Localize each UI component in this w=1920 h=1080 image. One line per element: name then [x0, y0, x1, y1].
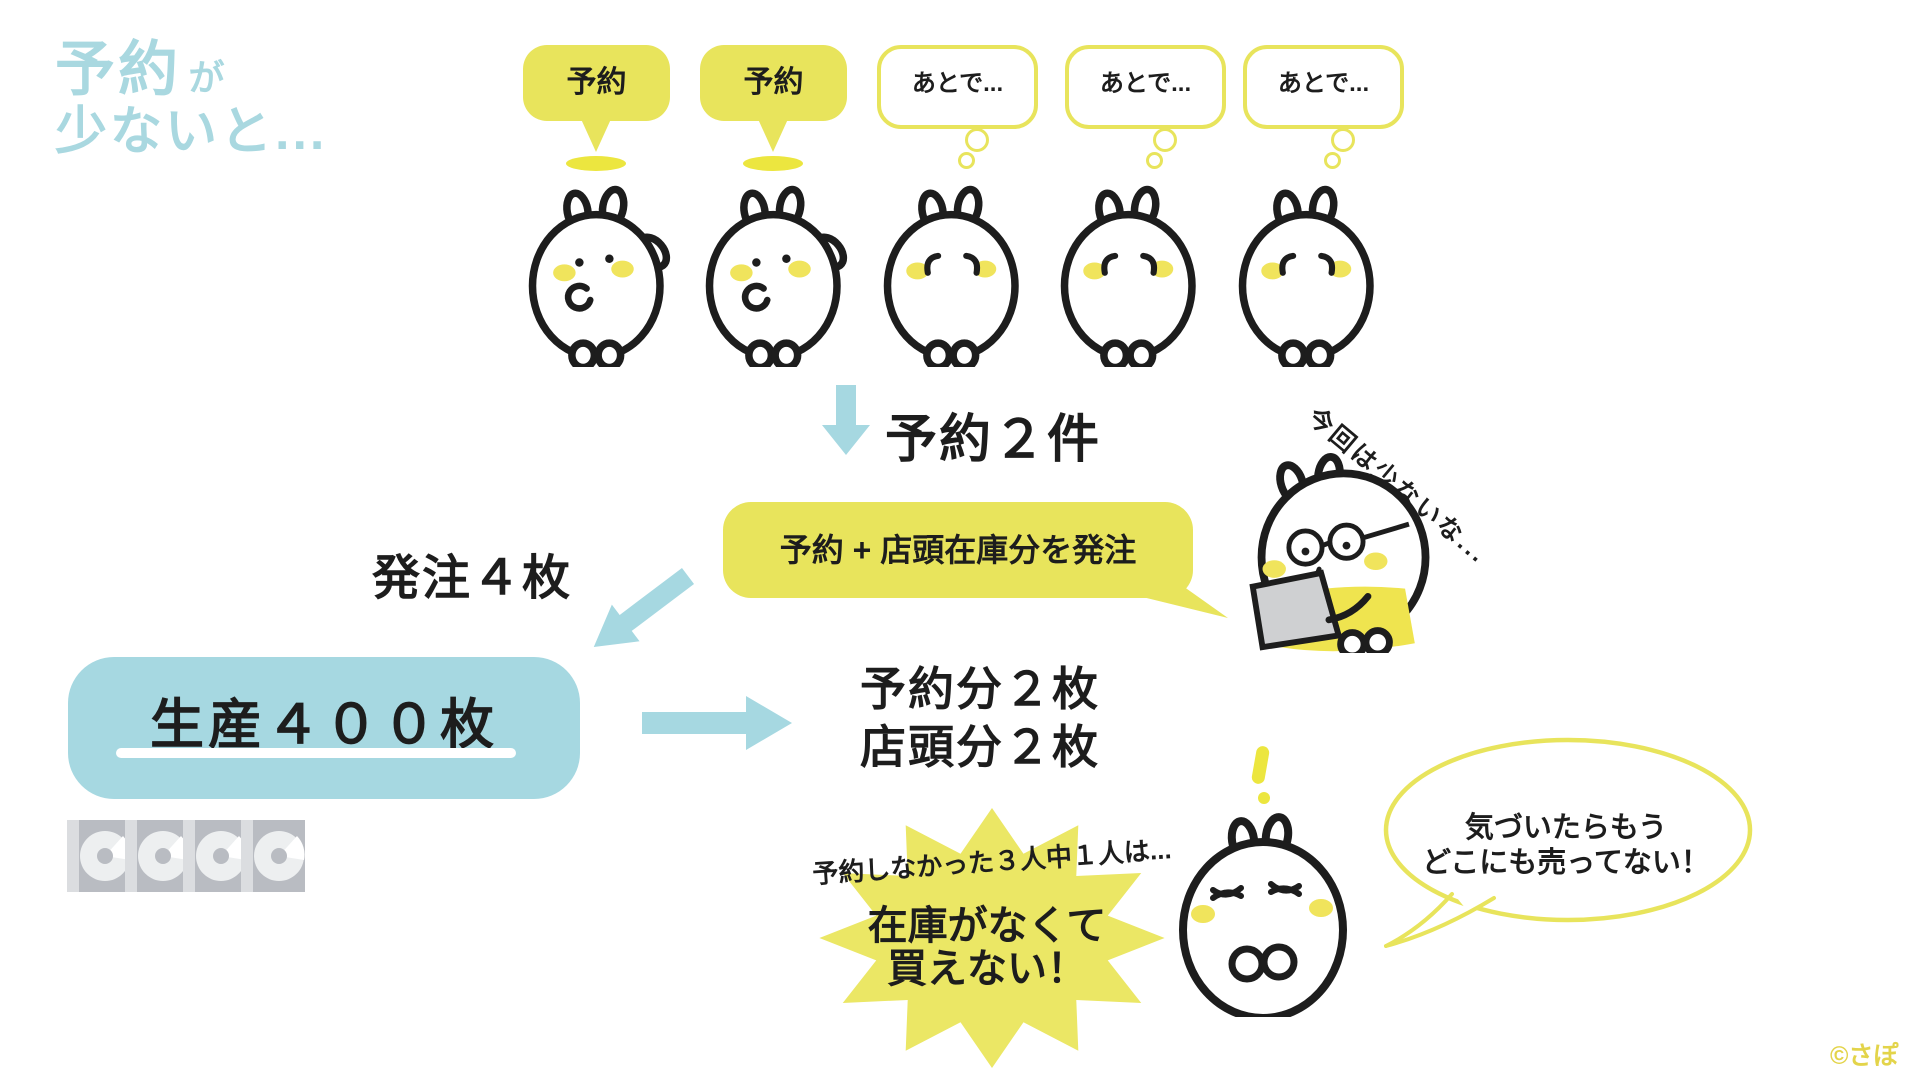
customer-bubble-2: 予約 — [700, 45, 847, 121]
production-box: 生産４００枚 — [68, 657, 580, 799]
starburst-line-2: 買えない！ — [887, 947, 1087, 991]
cd-case-icon — [183, 820, 247, 892]
title-particle: が — [188, 57, 228, 98]
thought-dot-icon — [1153, 128, 1177, 152]
order-quantity: 発注４枚 — [372, 552, 573, 605]
starburst-line-1: 在庫がなくて — [867, 904, 1107, 948]
copyright-text: ©さぽ — [1830, 1042, 1899, 1070]
customer-rabbit-2 — [702, 172, 852, 367]
thought-dot-icon — [1324, 152, 1341, 169]
cd-case-icon — [241, 820, 305, 892]
allocation-text: 予約分２枚 店頭分２枚 — [825, 660, 1135, 776]
starburst-icon — [819, 808, 1165, 1068]
order-note-bubble: 予約 + 店頭在庫分を発注 — [723, 502, 1193, 598]
allocation-line-1: 予約分２枚 — [860, 663, 1100, 715]
exclamation-icon — [1258, 792, 1270, 804]
sold-out-line-2: どこにも売ってない！ — [1422, 847, 1710, 879]
title-keyword: 予約 — [55, 36, 181, 103]
right-arrow-icon — [642, 696, 792, 750]
disappointed-rabbit — [1179, 813, 1347, 1017]
down-arrow-icon — [822, 385, 870, 455]
customer-bubble-4: あとで... — [1065, 45, 1226, 129]
speech-tail-icon — [758, 119, 788, 152]
customer-rabbit-1 — [525, 172, 675, 367]
customer-rabbit-4 — [1057, 172, 1207, 367]
sold-out-line-1: 気づいたらもう — [1464, 812, 1668, 844]
reservation-total: 予約２件 — [885, 411, 1102, 469]
customer-rabbit-3 — [880, 172, 1030, 367]
speech-tail-icon — [581, 119, 611, 152]
thought-dot-icon — [965, 128, 989, 152]
customer-bubble-1: 予約 — [523, 45, 670, 121]
exclamation-icon — [1250, 745, 1271, 785]
allocation-line-2: 店頭分２枚 — [860, 721, 1100, 773]
cd-case-icon — [125, 820, 189, 892]
title-line2: 少ないと... — [55, 103, 328, 162]
customer-rabbit-5 — [1235, 172, 1385, 367]
halo-mark-icon — [743, 156, 803, 171]
sold-out-bubble-icon — [1383, 737, 1753, 948]
thought-dot-icon — [1146, 152, 1163, 169]
thought-dot-icon — [1331, 128, 1355, 152]
manager-rabbit — [1249, 453, 1430, 653]
production-underline — [116, 748, 516, 758]
diagonal-arrow-icon — [593, 568, 695, 648]
cd-case-icon — [67, 820, 131, 892]
customer-bubble-3: あとで... — [877, 45, 1038, 129]
customer-bubble-5: あとで... — [1243, 45, 1404, 129]
cd-row — [67, 820, 317, 892]
thought-dot-icon — [958, 152, 975, 169]
halo-mark-icon — [566, 156, 626, 171]
page-title: 予約 が 少ないと... — [55, 36, 327, 161]
